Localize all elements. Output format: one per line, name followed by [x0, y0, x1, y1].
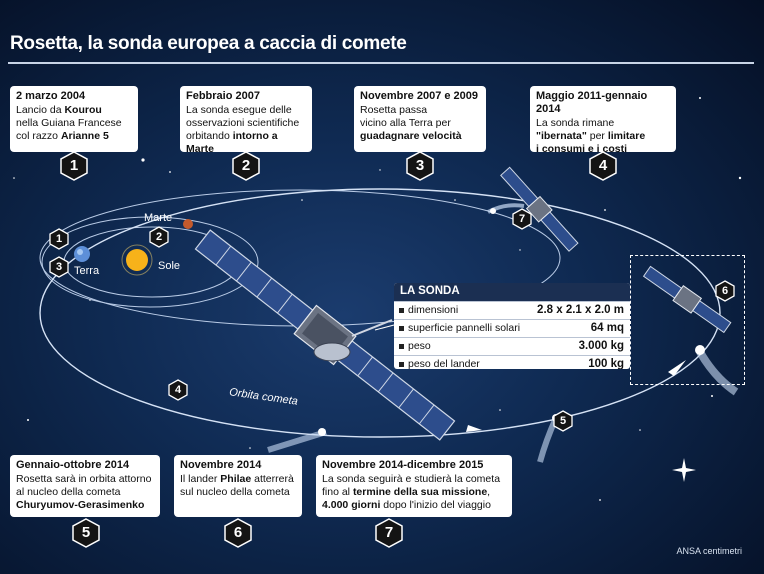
comet-orbit	[39, 188, 721, 438]
step-box-3: Novembre 2007 e 2009 Rosetta passa vicin…	[354, 86, 486, 152]
spacecraft-small-7	[500, 166, 579, 252]
mars-label: Marte	[144, 212, 173, 224]
specs-heading: LA SONDA	[394, 283, 630, 301]
marker-4: 4	[167, 379, 189, 401]
mars-orbit	[41, 216, 259, 308]
page-title: Rosetta, la sonda europea a caccia di co…	[10, 33, 407, 54]
comet-bottom	[267, 428, 327, 453]
step-badge-6: 6	[223, 518, 253, 548]
orbit-arrow-2	[668, 360, 686, 376]
step-badge-2: 2	[231, 151, 261, 181]
orbit-arrow	[466, 425, 482, 432]
marker-6: 6	[714, 280, 736, 302]
step-date: Febbraio 2007	[186, 90, 260, 102]
step-date: Novembre 2014	[180, 459, 262, 471]
marker-3: 3	[48, 256, 70, 278]
comet-near-7	[487, 203, 525, 214]
step-date: Maggio 2011-gennaio 2014	[536, 90, 648, 115]
comet-near-6	[695, 345, 739, 396]
marker-7: 7	[511, 208, 533, 230]
step-date: Novembre 2014-dicembre 2015	[322, 459, 484, 471]
title-divider	[8, 62, 754, 64]
step-date: Gennaio-ottobre 2014	[16, 459, 130, 471]
earth-label: Terra	[74, 265, 100, 277]
sun-label: Sole	[158, 260, 181, 272]
step-date: Novembre 2007 e 2009	[360, 90, 479, 102]
step-date: 2 marzo 2004	[16, 90, 86, 102]
step-badge-4: 4	[588, 151, 618, 181]
step-box-6: Novembre 2014 Il lander Philae atterrerà…	[174, 455, 302, 517]
step-badge-7: 7	[374, 518, 404, 548]
step-box-2: Febbraio 2007 La sonda esegue delle osse…	[180, 86, 312, 155]
step-box-7: Novembre 2014-dicembre 2015 La sonda seg…	[316, 455, 512, 517]
spacecraft-small-6	[642, 265, 732, 334]
step-box-4: Maggio 2011-gennaio 2014 La sonda rimane…	[530, 86, 676, 155]
step-box-5: Gennaio-ottobre 2014 Rosetta sarà in orb…	[10, 455, 160, 517]
mars	[183, 219, 193, 229]
step-badge-1: 1	[59, 151, 89, 181]
rosetta-spacecraft	[194, 229, 456, 441]
marker-1: 1	[48, 228, 70, 250]
credit: ANSA centimetri	[676, 546, 742, 556]
sun	[126, 249, 148, 271]
step-badge-5: 5	[71, 518, 101, 548]
step-box-1: 2 marzo 2004 Lancio da Kourou nella Guia…	[10, 86, 138, 152]
marker-2: 2	[148, 226, 170, 248]
step-badge-3: 3	[405, 151, 435, 181]
lander-highlight-frame	[630, 255, 745, 385]
marker-5: 5	[552, 410, 574, 432]
bright-star	[672, 458, 696, 482]
